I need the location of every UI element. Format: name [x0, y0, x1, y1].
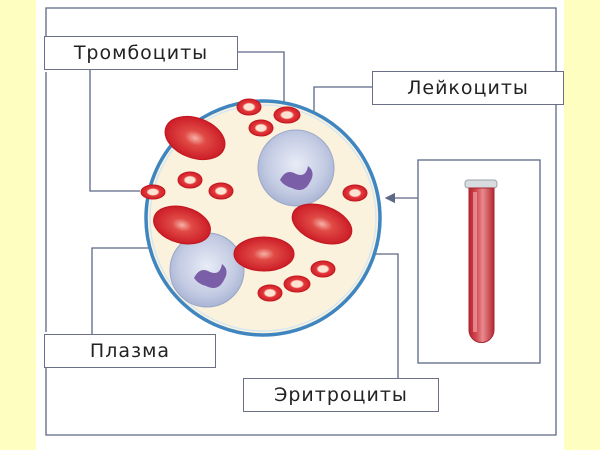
small-cell	[257, 284, 283, 302]
small-cell	[248, 119, 274, 137]
small-cell	[342, 184, 368, 202]
platelets-connector-left	[89, 70, 140, 192]
small-cell	[283, 275, 311, 293]
small-cell	[236, 98, 262, 116]
small-cell	[177, 171, 203, 189]
platelets-connector-top	[238, 51, 285, 110]
erythrocyte	[164, 115, 226, 161]
test-tube-icon	[464, 179, 498, 343]
erythrocyte	[153, 205, 211, 245]
small-cells	[140, 98, 368, 302]
outer-frame	[45, 7, 557, 436]
plasma-connector	[91, 247, 165, 334]
leukocyte-cell-lower	[169, 232, 245, 308]
small-cell	[208, 182, 234, 200]
erythrocyte	[233, 236, 295, 272]
label-platelets: Тромбоциты	[44, 36, 238, 70]
small-cell	[273, 106, 301, 124]
erythrocytes-large	[153, 115, 353, 272]
erythrocyte	[291, 203, 353, 245]
leukocyte-cell-upper	[257, 129, 335, 207]
small-cell	[140, 184, 166, 200]
label-plasma: Плазма	[44, 334, 216, 368]
label-leukocytes: Лейкоциты	[372, 71, 564, 105]
small-cell	[310, 260, 336, 278]
label-erythrocytes: Эритроциты	[243, 378, 439, 412]
